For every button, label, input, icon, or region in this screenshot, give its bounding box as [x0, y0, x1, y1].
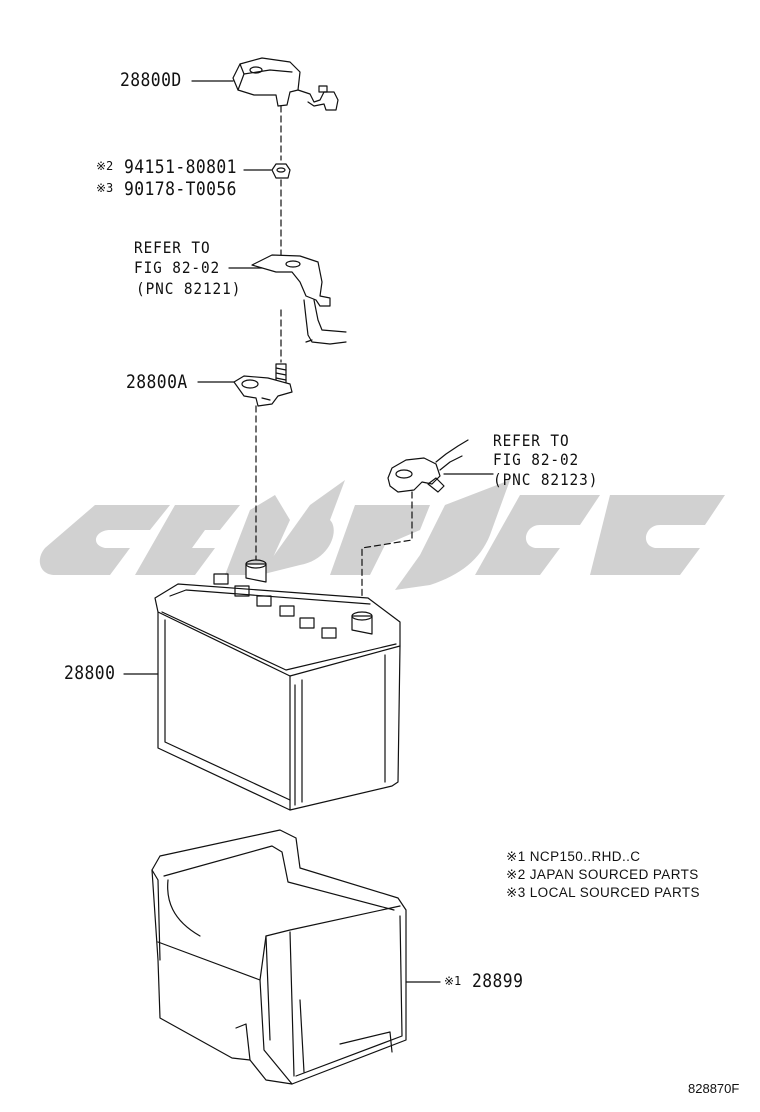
part-number-terminal-pos: 28800A: [126, 371, 188, 393]
battery-tray-drawing: [151, 829, 407, 1085]
positive-terminal-drawing: [233, 375, 293, 407]
part-number-nut-jp: 94151-80801: [124, 156, 237, 178]
battery-drawing: [154, 559, 401, 811]
cable-bracket-drawing: [251, 254, 347, 345]
terminal-cover-drawing: [232, 57, 339, 111]
negative-terminal-drawing: [387, 439, 469, 493]
dash-neg-battery: [361, 491, 413, 613]
legend-item-2: ※2 JAPAN SOURCED PARTS: [506, 867, 699, 882]
refer-right-line2: FIG 82-02: [493, 450, 580, 469]
legend-item-3: ※3 LOCAL SOURCED PARTS: [506, 885, 700, 900]
refer-upper-line2: FIG 82-02: [134, 258, 221, 277]
refer-upper-line1: REFER TO: [134, 238, 211, 257]
part-number-nut-local: 90178-T0056: [124, 178, 237, 200]
part-number-terminal-cover: 28800D: [120, 69, 182, 91]
watermark-logo: [39, 480, 725, 590]
figure-id: 828870F: [688, 1081, 740, 1096]
note-mark-local: ※3: [96, 181, 114, 195]
part-number-tray: 28899: [472, 970, 524, 992]
note-mark-jp: ※2: [96, 159, 114, 173]
part-number-battery: 28800: [64, 662, 116, 684]
nut-drawing: [271, 163, 291, 179]
legend-item-1: ※1 NCP150..RHD..C: [506, 849, 641, 864]
refer-right-line1: REFER TO: [493, 431, 570, 450]
note-mark-tray: ※1: [444, 974, 462, 988]
refer-upper-line3: (PNC 82121): [136, 279, 242, 298]
refer-right-line3: (PNC 82123): [493, 470, 599, 489]
